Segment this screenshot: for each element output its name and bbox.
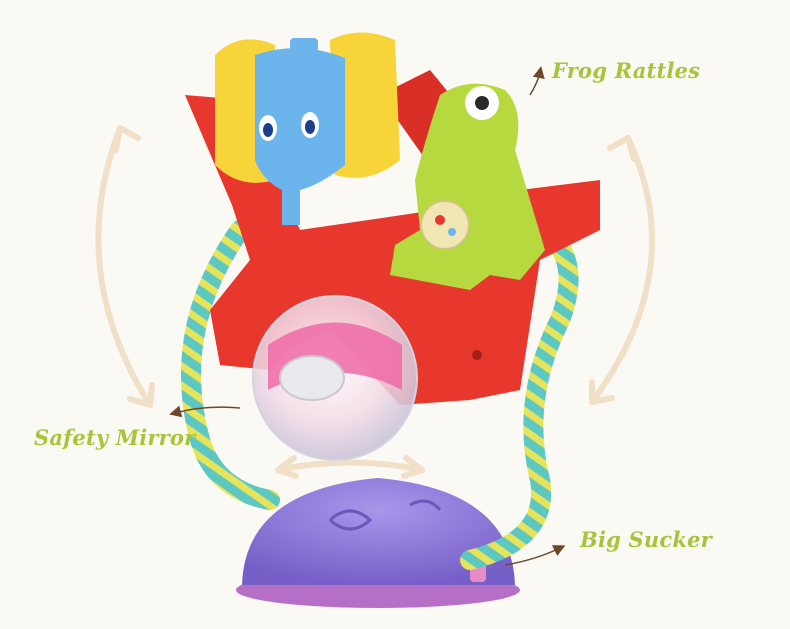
frog-rattle [390, 83, 545, 290]
curved-double-arrow-icon [95, 125, 155, 408]
safety-mirror-label: Safety Mirror [34, 425, 196, 450]
big-sucker-label: Big Sucker [580, 527, 712, 552]
elephant-toy [255, 38, 345, 225]
horizontal-double-arrow-icon [275, 455, 425, 479]
spring-poles [181, 208, 579, 570]
mirror-ball [252, 295, 418, 461]
pointer-arrows [169, 66, 566, 566]
frog-rattles-label: Frog Rattles [552, 58, 701, 83]
big-sucker-base [236, 478, 520, 608]
curved-double-arrow-icon [589, 135, 656, 405]
